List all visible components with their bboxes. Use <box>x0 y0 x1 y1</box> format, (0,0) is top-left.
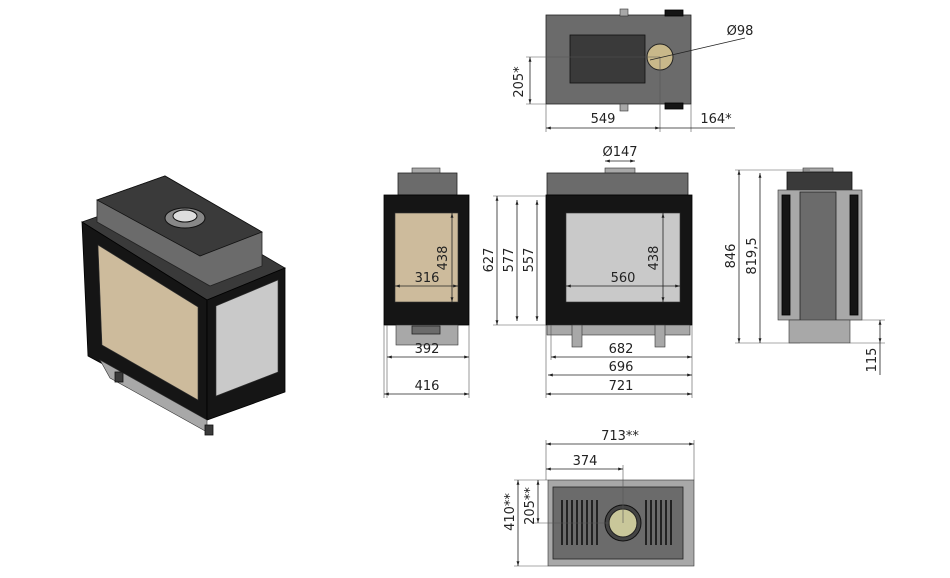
dim-205-star: 205* <box>512 66 527 98</box>
front-glass-height: 438 <box>647 246 662 271</box>
dim-164-star: 164* <box>700 112 732 127</box>
side-view: 438 316 392 416 <box>383 167 470 398</box>
dim-557: 557 <box>522 248 537 273</box>
dim-696: 696 <box>609 360 634 375</box>
dim-flue-147: Ø147 <box>602 145 637 160</box>
dim-205-double-star: 205** <box>523 487 538 525</box>
dim-374: 374 <box>573 454 598 469</box>
dim-410: 410** <box>503 493 518 531</box>
right-view: 846 819,5 115 <box>724 167 885 375</box>
front-glass-width: 560 <box>611 271 636 286</box>
dim-819-5: 819,5 <box>745 237 760 274</box>
dim-392: 392 <box>415 342 440 357</box>
dim-713: 713** <box>601 429 639 444</box>
dim-549: 549 <box>591 112 616 127</box>
isometric-view <box>81 175 286 436</box>
iso-side-glass <box>215 279 279 397</box>
dim-416: 416 <box>415 379 440 394</box>
dim-846: 846 <box>724 244 739 269</box>
bottom-view: 713** 374 410** 205** <box>503 429 695 567</box>
side-glass-width: 316 <box>415 271 440 286</box>
dim-115: 115 <box>865 348 880 373</box>
dim-721: 721 <box>609 379 634 394</box>
top-view: 205* 549 164* Ø98 <box>512 8 754 132</box>
front-view: Ø147 438 560 627 577 557 682 696 721 <box>482 145 693 398</box>
iso-front-glass <box>97 244 199 401</box>
dim-627: 627 <box>482 248 497 273</box>
side-glass-height: 438 <box>436 246 451 271</box>
dim-577: 577 <box>502 248 517 273</box>
dim-682: 682 <box>609 342 634 357</box>
dim-flue-98: Ø98 <box>727 24 754 39</box>
